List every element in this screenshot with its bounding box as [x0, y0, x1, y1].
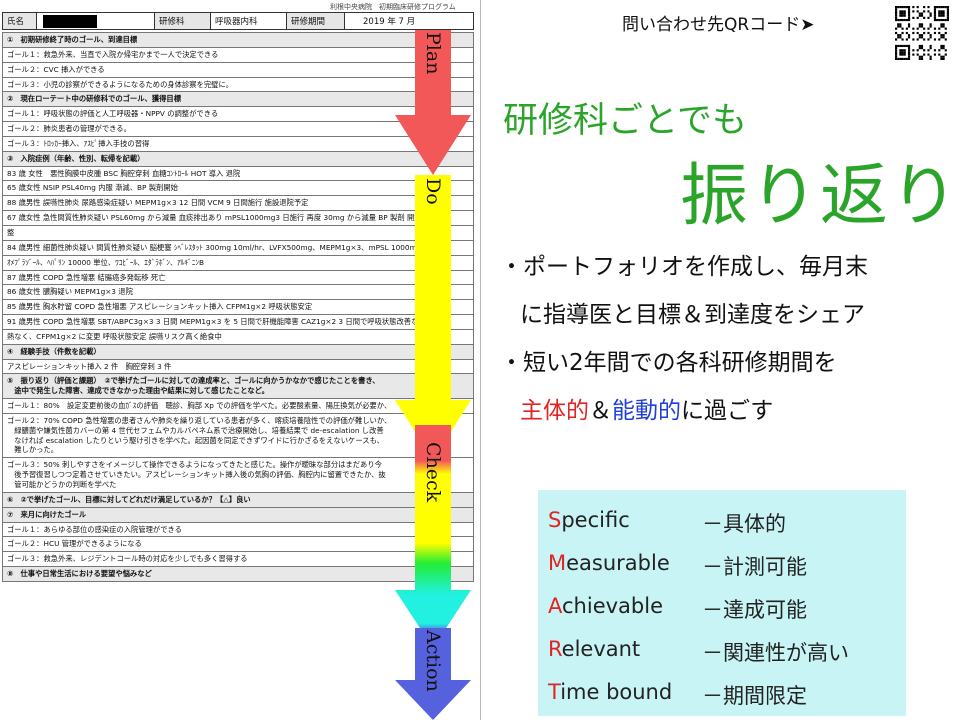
smart-row-time-bound: Time bound －期間限定: [548, 680, 807, 710]
form-row: 91 歳男性 COPD 急性増悪 SBT/ABPC3g×3 3 日間 MEPM1…: [2, 315, 474, 330]
row-line: ゴール１：80% 設定変更前後の血ｶﾞｽの評価 聴診、胸部 Xp での評価を学べ…: [7, 401, 392, 411]
form-row: ゴール１：呼吸状態の評価と人工呼吸器・NPPV の調整ができる: [2, 107, 474, 123]
form-row: ゴール３：50% 刺しやすさをイメージして操作できるようになってきたと感じた。操…: [2, 458, 474, 493]
action-arrow-segment: [395, 628, 471, 720]
bullet-2-line-1: ・短い2年間での各科研修期間を: [500, 350, 837, 376]
smart-word: pecific: [561, 508, 630, 532]
form-row: アスピレーションキット挿入 2 件 胸腔穿刺 3 件: [2, 359, 474, 375]
name-label: 氏名: [3, 13, 37, 29]
name-value: [37, 13, 155, 29]
hospital-program-label: 利根中央病院 初期臨床研修プログラム: [330, 3, 456, 11]
section-header: ① 初期研修終了時のゴール、到達目標: [2, 32, 474, 48]
form-row: ゴール３：救急外来、レジデントコール時の対応を少しでも多く習得する: [2, 552, 474, 568]
form-row: 整: [2, 225, 474, 241]
smart-word: chievable: [562, 594, 663, 618]
period-label: 研修期間: [287, 13, 345, 29]
check-label: Check: [422, 442, 444, 503]
action-label: Action: [422, 630, 444, 692]
pdca-arrow-graphic: [395, 30, 471, 720]
row-line: 途中で発生した障害、達成できなかった理由や結果に対して感じたことなど。: [7, 386, 269, 396]
emphasis-proactive: 主体的: [520, 398, 589, 424]
bullet-2-line-2: 主体的＆能動的に過ごす: [520, 391, 773, 425]
row-line: なければ escalation したりという駆け引きを学べた。起因菌を同定できず…: [7, 435, 384, 445]
form-row: ゴール１：あらゆる部位の感染症の入院管理ができる: [2, 522, 474, 538]
do-label: Do: [422, 178, 444, 205]
smart-goals-box: Specific －具体的 Measurable －計測可能 Achievable －…: [538, 490, 906, 716]
do-arrow-segment: [395, 175, 471, 460]
form-row: ゴール２：70% COPD 急性増悪の患者さんや肺炎を繰り返している患者が多く、…: [2, 413, 474, 459]
form-row: 86 歳女性 膿胸疑い MEPM1g×3 退院: [2, 285, 474, 301]
smart-row-achievable: Achievable －達成可能: [548, 594, 807, 624]
form-row: ゴール２：肺炎患者の管理ができる。: [2, 122, 474, 137]
form-row: 85 歳男性 胸水貯留 COPD 急性増悪 アスピレーションキット挿入 CFPM…: [2, 300, 474, 316]
smart-letter: T: [548, 680, 561, 704]
smart-word: easurable: [566, 551, 670, 575]
smart-word: elevant: [561, 637, 641, 661]
smart-meaning: －具体的: [702, 512, 786, 536]
headline-subtitle: 研修科ごとでも: [503, 101, 747, 141]
section-header: ④ 経験手技（件数を記載）: [2, 344, 474, 360]
smart-letter: M: [548, 551, 567, 575]
panel-divider: [480, 0, 481, 720]
section-header: ⑤ 振り返り（評価と課題） ②で挙げたゴールに対しての達成率と、ゴールに向かうか…: [2, 374, 474, 400]
form-row: 83 歳 女性 悪性胸膜中皮腫 BSC 胸腔穿刺 血糖ｺﾝﾄﾛｰﾙ HOT 導入…: [2, 166, 474, 182]
form-row: 67 歳女性 急性間質性肺炎疑い PSL60mg から減量 血痰排出あり mPS…: [2, 211, 474, 226]
period-value: 2019 年 7 月: [363, 17, 416, 27]
dept-label: 研修科: [155, 13, 211, 29]
row-line: 後予習復習しつつ定着させていきたい。アスピレーションキット挿入後の気胸の評価、胸…: [7, 470, 386, 480]
smart-row-specific: Specific －具体的: [548, 508, 786, 538]
smart-meaning: －関連性が高い: [702, 641, 849, 665]
form-row: 熱なく、CFPM1g×2 に変更 呼吸状態安定 誤嚥リスク高く絶食中: [2, 329, 474, 345]
bullet-1-line-1: ・ポートフォリオを作成し、毎月末: [500, 254, 868, 280]
form-row: ゴール３：ﾄﾛｯｶｰ挿入、ｱｽﾋﾟ挿入手技の習得: [2, 136, 474, 152]
portfolio-form: 利根中央病院 初期臨床研修プログラム 氏名 研修科 呼吸器内科 研修期間 201…: [0, 0, 480, 720]
section-header: ② 現在ローテート中の研修科でのゴール、獲得目標: [2, 92, 474, 108]
dept-value: 呼吸器内科: [211, 13, 287, 29]
check-arrow-segment: [395, 425, 471, 648]
form-rows: ① 初期研修終了時のゴール、到達目標ゴール１：救急外来、当直で入院か帰宅かまで一…: [2, 32, 474, 582]
smart-letter: R: [548, 637, 562, 661]
form-row: ゴール２：HCU 管理ができるようになる: [2, 537, 474, 553]
row-line: 難しかった。: [7, 445, 59, 455]
form-header: 氏名 研修科 呼吸器内科 研修期間 2019 年 7 月: [2, 12, 474, 30]
section-header: ⑥ ②で挙げたゴール、目標に対してどれだけ満足しているか？【△】良い: [2, 492, 474, 508]
form-row: ゴール１：80% 設定変更前後の血ｶﾞｽの評価 聴診、胸部 Xp での評価を学べ…: [2, 399, 474, 414]
qr-caption: 問い合わせ先QRコード➤: [622, 15, 815, 35]
bullet-2-tail: に過ごす: [681, 398, 774, 424]
form-row: ゴール１：救急外来、当直で入院か帰宅かまで一人で決定できる: [2, 47, 474, 63]
row-line: 管可能かどうかの判断を学べた: [7, 480, 117, 489]
form-row: ゴール３：小児の診察ができるようになるための身体診察を完璧に。: [2, 77, 474, 93]
section-header: ⑧ 仕事や日常生活における要望や悩みなど: [2, 567, 474, 582]
form-row: 88 歳男性 誤嚥性肺炎 尿路感染症疑い MEPM1g×3 12 日間 VCM …: [2, 196, 474, 212]
smart-row-measurable: Measurable －計測可能: [548, 551, 807, 581]
ampersand: ＆: [589, 398, 612, 424]
form-row: 87 歳男性 COPD 急性増悪 結腸癌多発転移 死亡: [2, 270, 474, 286]
smart-row-relevant: Relevant －関連性が高い: [548, 637, 849, 667]
smart-meaning: －期間限定: [702, 684, 807, 708]
emphasis-active: 能動的: [612, 398, 681, 424]
smart-meaning: －計測可能: [702, 555, 807, 579]
smart-word: ime bound: [560, 680, 673, 704]
row-line: 緑膿菌や嫌気性菌カバーの第 4 世代セフェムやカルバペネム系で治療開始し、培養結…: [7, 425, 384, 435]
form-row: ゴール２：CVC 挿入ができる: [2, 62, 474, 78]
plan-label: Plan: [422, 32, 444, 75]
headline-title: 振り返り: [680, 157, 960, 236]
smart-letter: S: [548, 508, 562, 532]
form-row: 84 歳男性 細菌性肺炎疑い 間質性肺炎疑い 脳梗塞 ｼﾍﾞﾚｽﾀｯﾄ 300m…: [2, 240, 474, 256]
redacted-name: [43, 14, 97, 28]
row-line: ゴール２：70% COPD 急性増悪の患者さんや肺炎を繰り返している患者が多く、…: [7, 415, 392, 425]
pdca-arrow: Plan Do Check Action: [393, 30, 475, 724]
row-line: ⑤ 振り返り（評価と課題） ②で挙げたゴールに対しての達成率と、ゴールに向かうか…: [7, 376, 380, 386]
smart-meaning: －達成可能: [702, 598, 807, 622]
form-row: 65 歳女性 NSIP PSL40mg 内服 漸減、BP 製剤開始: [2, 181, 474, 197]
section-header: ⑦ 来月に向けたゴール: [2, 507, 474, 523]
smart-letter: A: [548, 594, 562, 618]
row-line: ゴール３：50% 刺しやすさをイメージして操作できるようになってきたと感じた。操…: [7, 460, 382, 470]
bullet-1-line-2: に指導医と目標＆到達度をシェア: [520, 302, 865, 328]
plan-arrow-segment: [395, 30, 471, 175]
section-header: ③ 入院症例（年齢、性別、転帰を記載）: [2, 151, 474, 167]
form-row: ｵﾒﾌﾟﾗｿﾞｰﾙ、ﾍﾊﾟﾘﾝ 10000 単位、ﾜｺﾋﾞｰﾙ、ｴﾀﾞﾗﾎﾞﾝ、…: [2, 255, 474, 271]
qr-code-icon[interactable]: [895, 6, 949, 60]
